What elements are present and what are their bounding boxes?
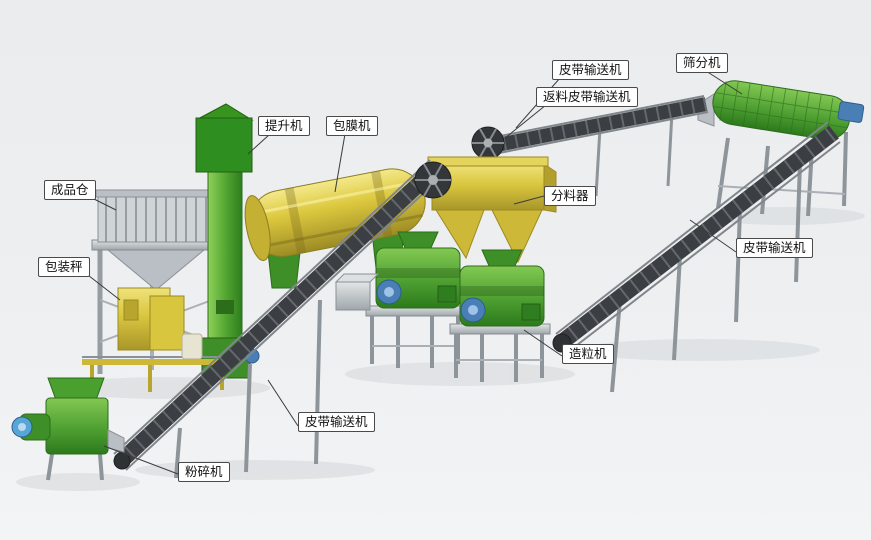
label-coating-machine: 包膜机 (326, 116, 378, 136)
control-box (334, 273, 380, 311)
granulator-right (449, 249, 551, 382)
leader-lines (83, 70, 743, 475)
label-belt-conveyor-top: 皮带输送机 (552, 60, 629, 80)
label-distributor: 分料器 (544, 186, 596, 206)
screening-machine (697, 80, 865, 217)
label-finished-product-bin: 成品仓 (44, 180, 96, 200)
head-pulley-wheel (471, 126, 505, 160)
drive-pulley-wheel (414, 161, 452, 199)
label-belt-conveyor-main: 皮带输送机 (298, 412, 375, 432)
belt-conveyor-main (113, 159, 452, 479)
bin-cage-bars (105, 196, 207, 242)
label-belt-conveyor-right: 皮带输送机 (736, 238, 813, 258)
label-packing-scale: 包装秤 (38, 257, 90, 277)
crusher-machine (11, 377, 125, 481)
label-bucket-elevator: 提升机 (258, 116, 310, 136)
label-return-belt-conveyor: 返料皮带输送机 (536, 87, 638, 107)
label-screening-machine: 筛分机 (676, 53, 728, 73)
belt-conveyor-right (552, 121, 841, 393)
label-granulator: 造粒机 (562, 344, 614, 364)
granulator-left (365, 231, 467, 368)
label-crusher: 粉碎机 (178, 462, 230, 482)
return-belt-conveyor (471, 95, 709, 197)
